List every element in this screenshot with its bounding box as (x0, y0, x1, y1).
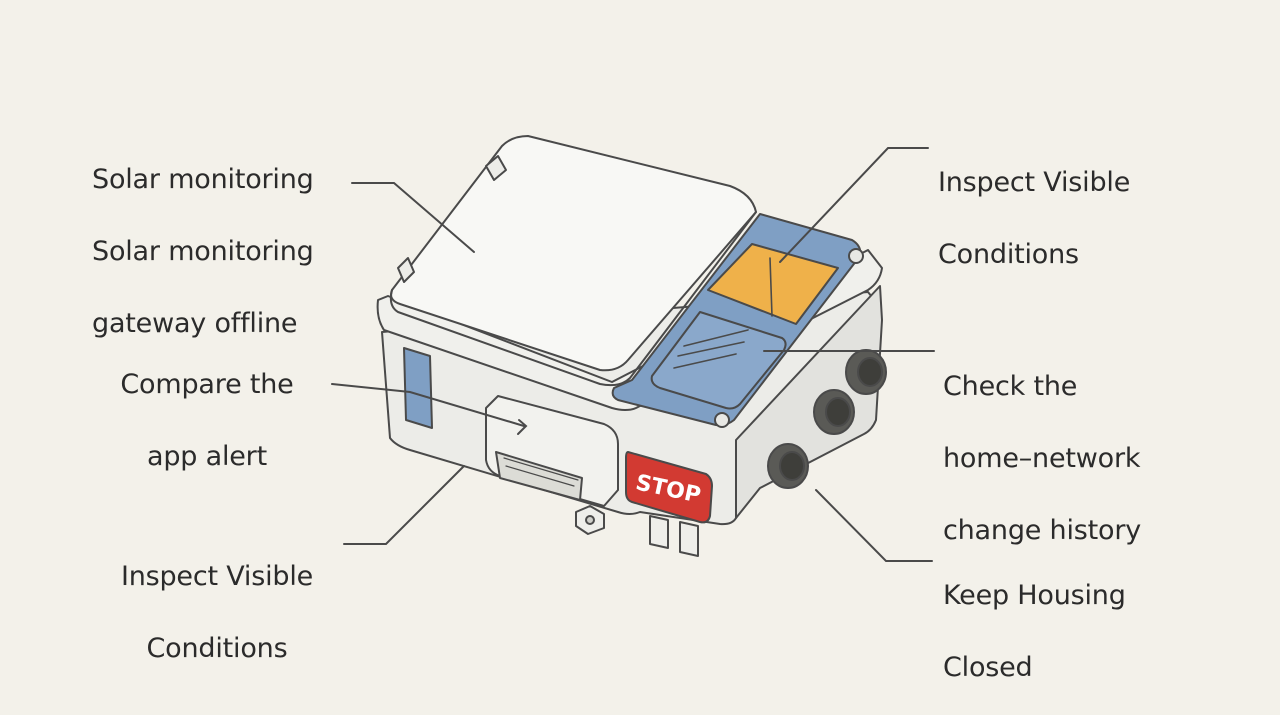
callout-line: Inspect Visible (120, 561, 314, 592)
vent-slot-3 (673, 353, 737, 369)
vent-slot-2 (677, 341, 745, 357)
leader-bottom-left (343, 465, 465, 545)
leader-top-right (779, 147, 929, 263)
callout-keep-housing-closed: Keep Housing Closed (943, 542, 1173, 715)
callout-compare-app-alert: Compare the app alert (100, 331, 314, 511)
callout-line: Conditions (146, 633, 288, 664)
leader-mid-left-arrowhead (517, 419, 528, 435)
callout-line: Inspect Visible (938, 167, 1131, 198)
mounting-foot-1 (649, 515, 669, 549)
callout-line: Compare the (120, 369, 294, 400)
leader-bottom-right (815, 489, 933, 562)
callout-line: app alert (147, 441, 267, 472)
callout-line: change history (943, 515, 1142, 546)
screw-front (714, 412, 730, 428)
mounting-hole (585, 515, 595, 525)
enclosure-rim (376, 249, 883, 411)
screw-back (848, 248, 864, 264)
stop-button (625, 451, 713, 524)
grille-line-1 (505, 465, 575, 487)
callout-line: Conditions (938, 239, 1079, 270)
vent-plate (650, 311, 787, 410)
callout-line: Keep Housing (943, 580, 1126, 611)
callout-check-network-history: Check the home–network change history (943, 333, 1173, 585)
orange-module-divider (769, 257, 773, 317)
callout-line: Solar monitoring (92, 164, 314, 195)
mounting-foot-2 (679, 521, 699, 557)
callout-line: gateway offline (92, 308, 298, 339)
callout-inspect-visible-conditions-right: Inspect Visible Conditions (938, 129, 1168, 309)
callout-line: Solar monitoring (92, 236, 314, 267)
orange-status-module (707, 243, 839, 325)
vent-slot-1 (683, 329, 749, 347)
leader-lines (331, 147, 935, 562)
side-blue-stripe (403, 347, 433, 429)
callout-inspect-visible-conditions-left: Inspect Visible Conditions (106, 523, 328, 703)
leader-mid-left (331, 383, 525, 427)
lid-hinge-lower (397, 257, 415, 283)
cable-glands (767, 349, 887, 489)
callout-line: Check the (943, 371, 1078, 402)
callout-line: home–network (943, 443, 1141, 474)
lid-hinge-upper (485, 155, 507, 181)
gateway-enclosure (376, 135, 887, 557)
grille-line-2 (503, 457, 579, 481)
callout-line: Closed (943, 652, 1033, 683)
enclosure-lid-edge (389, 211, 757, 387)
leader-top-left (351, 182, 475, 253)
callout-gateway-offline: Solar monitoring Solar monitoring gatewa… (92, 126, 337, 378)
